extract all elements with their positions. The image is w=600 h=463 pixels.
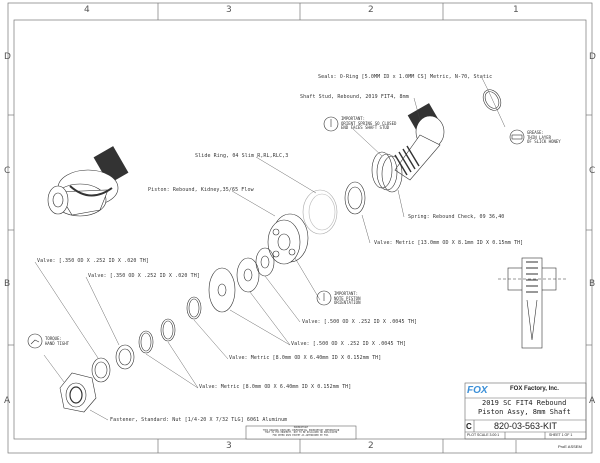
plot-scale: PLOT SCALE 3.00:1 — [467, 433, 500, 437]
callout-valve-8mm-a: Valve: Metric [8.0mm OD X 6.40mm ID X 0.… — [229, 355, 382, 361]
column-label-4: 4 — [84, 5, 90, 15]
callout-valve-350-b: Valve: [.350 OD X .252 ID X .020 TH] — [88, 273, 200, 279]
assembled-piston-view — [47, 146, 129, 217]
spring — [371, 151, 403, 193]
callout-valve-8mm-b: Valve: Metric [8.0mm OD X 6.40mm ID X 0.… — [199, 384, 352, 390]
column-label-1: 1 — [513, 5, 519, 15]
bottom-column-label-3: 3 — [226, 441, 232, 451]
shaft-stud — [394, 103, 445, 181]
row-label-d: D — [4, 52, 11, 62]
callout-valve-500-b: Valve: [.500 OD X .252 ID X .0045 TH] — [291, 341, 407, 347]
row-label-a: A — [4, 396, 11, 406]
title-block-frame — [245, 382, 587, 453]
callout-slide-ring: Slide Ring, 04 Slim R,RL,RLC,3 — [195, 153, 289, 159]
footer-proe-assem: ProE ASSEM — [558, 444, 582, 449]
company-name: FOX Factory, Inc. — [510, 386, 559, 392]
note-grease: GREASE: THIN LAYER OF SLICK HONEY — [527, 130, 561, 144]
bottom-column-label-2: 2 — [368, 441, 374, 451]
drawing-number: 820-03-563-KIT — [494, 421, 558, 431]
title-line-1: 2019 SC FIT4 Rebound — [482, 399, 567, 407]
callout-fastener: Fastener, Standard: Nut [1/4-20 X 7/32 T… — [110, 417, 288, 423]
callout-shaft-stud: Shaft Stud, Rebound, 2019 FIT4, 8mm — [300, 94, 409, 100]
row-label-d-right: D — [589, 52, 596, 62]
fox-logo: FOX — [467, 385, 488, 396]
section-view — [498, 257, 566, 349]
note-spring-orientation: IMPORTANT: ORIENT SPRING SO CLOSED END F… — [341, 116, 397, 130]
row-label-c-right: C — [589, 166, 596, 176]
callout-spring: Spring: Rebound Check, 09 36,40 — [408, 214, 505, 220]
sheet-size: C — [466, 422, 472, 431]
callout-seals: Seals: O-Ring [5.0MM ID x 1.0MM CS] Metr… — [318, 74, 493, 80]
note-torque: TORQUE: HAND TIGHT — [45, 336, 70, 346]
callout-valve-500-a: Valve: [.500 OD X .252 ID X .0045 TH] — [302, 319, 418, 325]
column-label-3: 3 — [226, 5, 232, 15]
note-piston-orientation: IMPORTANT: NOTE PISTON ORIENTATION — [334, 291, 361, 305]
sheet-number: SHEET 1 OF 1 — [549, 433, 573, 437]
title-line-2: Piston Assy, 8mm Shaft — [478, 408, 571, 416]
proprietary-notice: PROPRIETARY THIS DRAWING CONTAINS CONFID… — [262, 426, 340, 437]
callout-piston: Piston: Rebound, Kidney,35/65 Flow — [148, 187, 254, 193]
piston — [267, 213, 309, 265]
row-label-b: B — [4, 279, 11, 289]
row-label-c: C — [4, 166, 11, 176]
row-label-b-right: B — [589, 279, 596, 289]
row-label-a-right: A — [589, 396, 596, 406]
callout-valve-13mm: Valve: Metric [13.0mm OD X 8.1mm ID X 0.… — [374, 240, 524, 246]
column-label-2: 2 — [368, 5, 374, 15]
nut — [59, 372, 97, 413]
callout-valve-350-a: Valve: [.350 OD X .252 ID X .020 TH] — [37, 258, 149, 264]
